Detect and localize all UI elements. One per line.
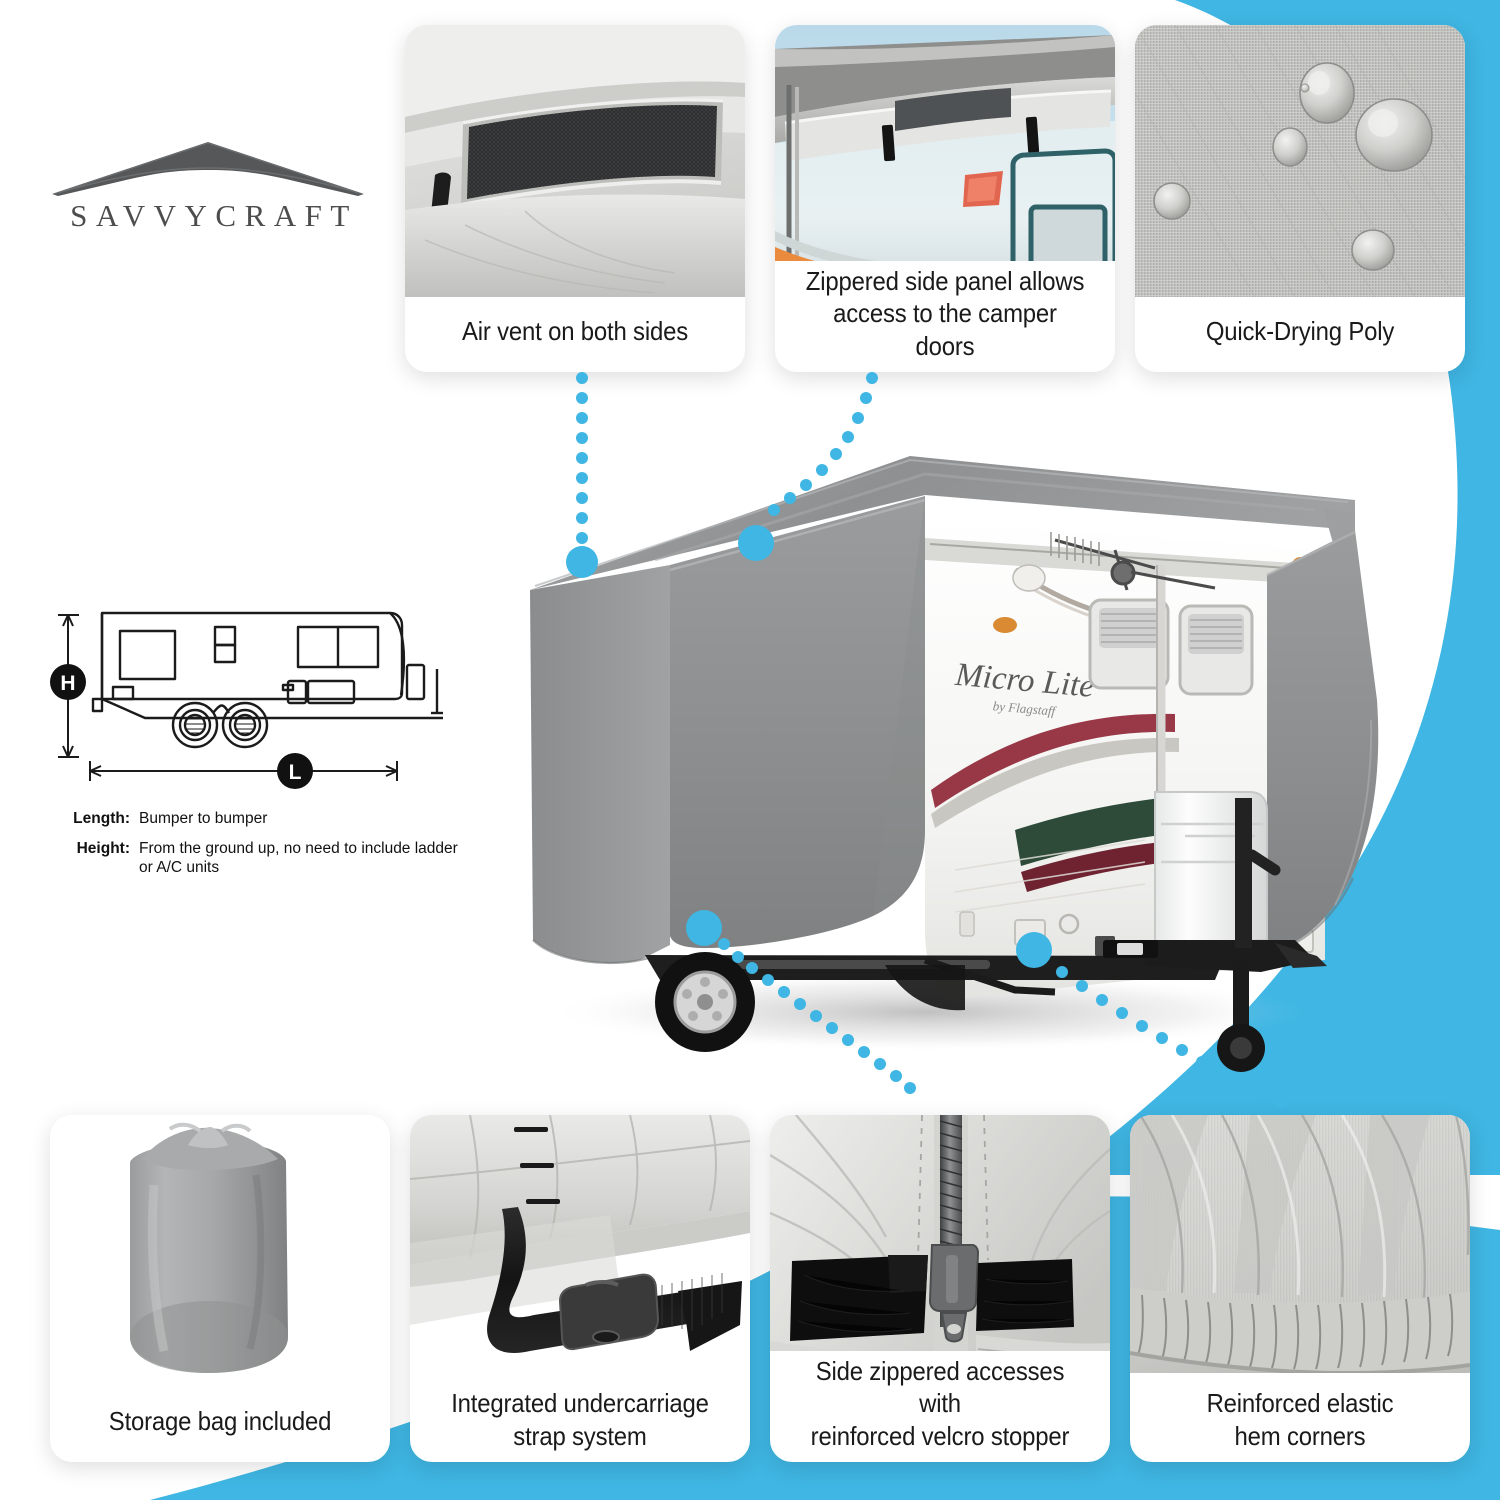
feature-caption-storage-bag: Storage bag included bbox=[108, 1406, 332, 1437]
measurement-legend: Length: Bumper to bumper Height: From th… bbox=[63, 810, 473, 889]
feature-caption-zippered-panel: Zippered side panel allows access to the… bbox=[789, 261, 1102, 373]
side-zipper-velcro-photo bbox=[770, 1115, 1110, 1351]
legend-key-length: Length: bbox=[73, 810, 130, 827]
feature-card-undercarriage-strap: Integrated undercarriage strap system bbox=[410, 1115, 750, 1462]
elastic-hem-corner-photo bbox=[1130, 1115, 1470, 1383]
legend-value-height: From the ground up, no need to include l… bbox=[139, 839, 458, 876]
feature-caption-air-vent: Air vent on both sides bbox=[461, 316, 688, 347]
feature-card-side-zipper: Side zippered accesses with reinforced v… bbox=[770, 1115, 1110, 1462]
zippered-side-panel-photo bbox=[775, 25, 1115, 261]
storage-bag-photo bbox=[50, 1115, 390, 1387]
caption-line-1: Reinforced elastic bbox=[1206, 1388, 1394, 1418]
quick-drying-poly-photo bbox=[1135, 25, 1465, 297]
feature-caption-elastic-hem: Reinforced elastic hem corners bbox=[1144, 1383, 1457, 1462]
measurement-guide: H L Length: Bumper to bumper Height: Fro… bbox=[45, 585, 465, 905]
legend-row-length: Length: Bumper to bumper bbox=[63, 810, 473, 829]
travel-trailer-measure-diagram-icon: H L bbox=[50, 611, 443, 789]
caption-line-2: access to the camper doors bbox=[833, 298, 1057, 361]
feature-card-air-vent: Air vent on both sides bbox=[405, 25, 745, 372]
length-marker-label: L bbox=[289, 761, 302, 784]
legend-value-length: Bumper to bumper bbox=[139, 810, 268, 827]
feature-card-quick-dry-poly: Quick-Drying Poly bbox=[1135, 25, 1465, 372]
arc-roof-logo-icon bbox=[52, 142, 364, 196]
undercarriage-strap-photo bbox=[410, 1115, 750, 1383]
caption-line-2: hem corners bbox=[1234, 1420, 1366, 1451]
brand-wordmark: SAVVYCRAFT bbox=[70, 198, 358, 233]
travel-trailer-with-cover-photo: Micro Lite by Flagstaff bbox=[530, 456, 1379, 1072]
legend-key-height: Height: bbox=[76, 839, 130, 857]
feature-card-zippered-panel: Zippered side panel allows access to the… bbox=[775, 25, 1115, 372]
feature-caption-undercarriage-strap: Integrated undercarriage strap system bbox=[424, 1383, 737, 1462]
feature-card-elastic-hem: Reinforced elastic hem corners bbox=[1130, 1115, 1470, 1462]
legend-row-height: Height: From the ground up, no need to i… bbox=[63, 840, 473, 878]
caption-line-2: reinforced velcro stopper bbox=[810, 1420, 1070, 1451]
caption-line-1: Zippered side panel allows bbox=[805, 265, 1085, 296]
feature-caption-side-zipper: Side zippered accesses with reinforced v… bbox=[784, 1351, 1097, 1463]
feature-caption-quick-dry-poly: Quick-Drying Poly bbox=[1205, 316, 1395, 347]
caption-line-1: Integrated undercarriage bbox=[451, 1388, 709, 1418]
air-vent-photo bbox=[405, 25, 745, 297]
brand-logo: SAVVYCRAFT bbox=[40, 128, 380, 248]
caption-line-1: Side zippered accesses with bbox=[815, 1355, 1065, 1419]
rv-brand-sub-decal: by Flagstaff bbox=[992, 698, 1058, 719]
feature-card-storage-bag: Storage bag included bbox=[50, 1115, 390, 1462]
caption-line-2: strap system bbox=[513, 1420, 647, 1451]
height-marker-label: H bbox=[60, 672, 75, 695]
